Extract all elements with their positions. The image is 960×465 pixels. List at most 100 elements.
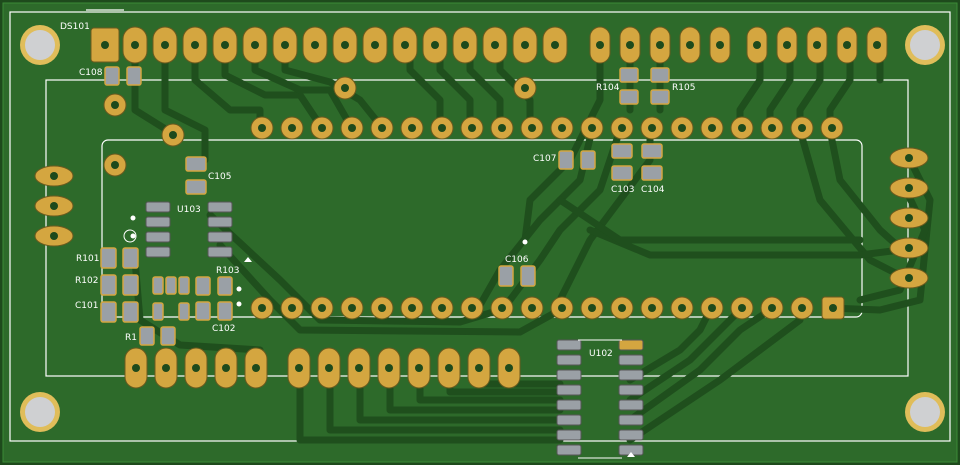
u103-pin [145, 216, 171, 228]
upper-row-pad-hole [498, 124, 506, 132]
top-header-pad-hole [783, 41, 791, 49]
lower-row-pad-hole [798, 304, 806, 312]
upper-row-pad-hole [438, 124, 446, 132]
top-header-pad-hole [461, 41, 469, 49]
label-r1: R1 [125, 333, 137, 343]
upper-row-pad-hole [528, 124, 536, 132]
bottom-header-pad-hole [222, 364, 230, 372]
upper-row-pad-hole [648, 124, 656, 132]
top-header-pad-hole [551, 41, 559, 49]
lower-pad-row [250, 296, 845, 320]
right-connector [889, 147, 929, 289]
top-header-pad-hole [491, 41, 499, 49]
label-c104: C104 [641, 185, 665, 195]
u103-pin [207, 246, 233, 258]
top-header-pad-hole [753, 41, 761, 49]
label-c106: C106 [505, 255, 529, 265]
mounting-holes [20, 25, 945, 432]
bottom-header-pad-hole [162, 364, 170, 372]
left-connector [34, 165, 74, 247]
left-connector-pad-hole [50, 232, 58, 240]
lower-row-pad-hole [408, 304, 416, 312]
label-c107: C107 [533, 154, 556, 164]
u103-pin [207, 201, 233, 213]
u102-pin [618, 399, 644, 411]
upper-row-pad-hole [618, 124, 626, 132]
bottom-header-pad-hole [415, 364, 423, 372]
top-header-pad-hole [251, 41, 259, 49]
lower-row-pad-hole [378, 304, 386, 312]
upper-row-pad-hole [798, 124, 806, 132]
via-pads [103, 76, 537, 307]
top-header-pad-hole [716, 41, 724, 49]
top-header-pad-hole [401, 41, 409, 49]
upper-row-pad-hole [828, 124, 836, 132]
top-header-pad-hole [813, 41, 821, 49]
top-header-pad-hole [873, 41, 881, 49]
left-connector-pad-hole [50, 202, 58, 210]
lower-row-pad-hole [258, 304, 266, 312]
top-header-pad-hole [686, 41, 694, 49]
u102-pin [618, 339, 644, 351]
upper-row-pad-hole [258, 124, 266, 132]
label-r103: R103 [216, 266, 239, 276]
top-header-pad-hole [221, 41, 229, 49]
u102-pin [556, 414, 582, 426]
lower-row-pad-hole [438, 304, 446, 312]
top-header-pad-hole [311, 41, 319, 49]
silkscreen-labels: DS101 C108 R104 R105 C107 C105 C103 C104… [60, 22, 695, 359]
smd-components [100, 66, 670, 459]
right-connector-pad-hole [905, 154, 913, 162]
lower-row-pad-hole [738, 304, 746, 312]
bottom-header-pad-hole [445, 364, 453, 372]
label-ds101: DS101 [60, 22, 90, 32]
u102-pin [556, 429, 582, 441]
upper-row-pad-hole [738, 124, 746, 132]
lower-row-pad-hole [708, 304, 716, 312]
u103-pin [145, 231, 171, 243]
u102-pin [556, 399, 582, 411]
u103-pin [207, 216, 233, 228]
lower-row-square-pad-hole [829, 304, 837, 312]
lower-row-pad-hole [348, 304, 356, 312]
right-connector-pad-hole [905, 274, 913, 282]
upper-pad-row [250, 116, 844, 140]
top-header-pad-hole [626, 41, 634, 49]
label-c108: C108 [79, 68, 103, 78]
lower-row-pad-hole [648, 304, 656, 312]
u102-pin [618, 384, 644, 396]
bottom-header-pad-hole [505, 364, 513, 372]
label-u103: U103 [177, 205, 201, 215]
upper-row-pad-hole [678, 124, 686, 132]
lower-row-pad-hole [498, 304, 506, 312]
upper-row-pad-hole [408, 124, 416, 132]
bottom-header-pad-hole [355, 364, 363, 372]
upper-row-pad-hole [378, 124, 386, 132]
lower-row-pad-hole [558, 304, 566, 312]
top-header-pad-hole [281, 41, 289, 49]
bottom-header-pad-hole [475, 364, 483, 372]
label-r104: R104 [596, 83, 620, 93]
top-header-pad-hole [843, 41, 851, 49]
right-connector-pad-hole [905, 184, 913, 192]
u102-pin [618, 429, 644, 441]
top-header-pad-hole [371, 41, 379, 49]
upper-row-pad-hole [318, 124, 326, 132]
bottom-header-pad-hole [132, 364, 140, 372]
ds101-header-pads [90, 26, 888, 64]
u102-pin [556, 369, 582, 381]
u102-pin [618, 414, 644, 426]
lower-row-pad-hole [528, 304, 536, 312]
top-header-pad-hole [521, 41, 529, 49]
top-header-pad-hole [131, 41, 139, 49]
upper-row-pad-hole [288, 124, 296, 132]
u103-pin [145, 201, 171, 213]
top-header-pad-hole [596, 41, 604, 49]
bottom-header-pad-hole [385, 364, 393, 372]
bottom-header-pad-hole [192, 364, 200, 372]
u102-pin [618, 369, 644, 381]
u102-pin [556, 354, 582, 366]
u102-pin [556, 444, 582, 456]
bottom-header-pad-hole [295, 364, 303, 372]
